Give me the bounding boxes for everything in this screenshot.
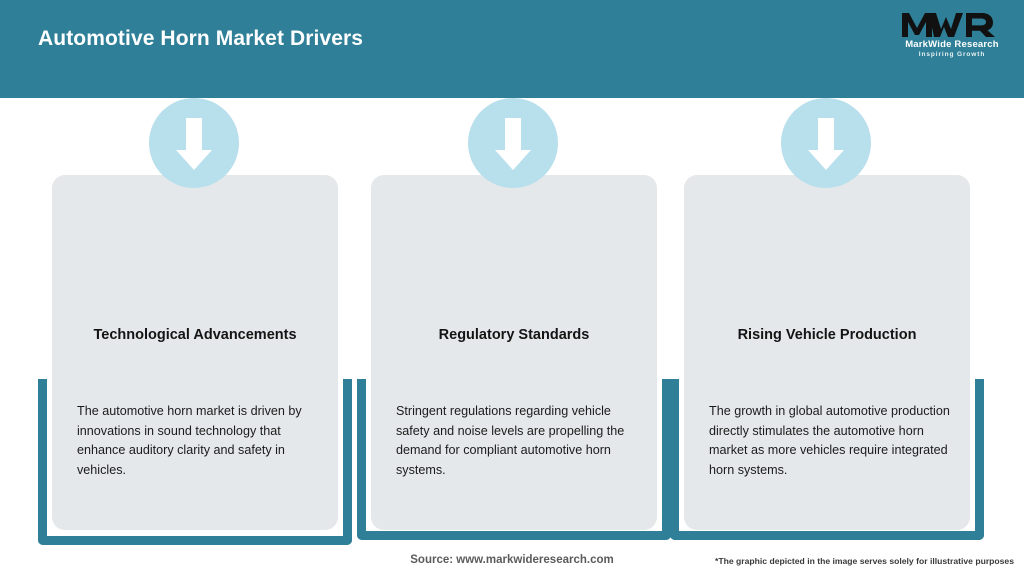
arrow-down-icon	[468, 98, 558, 188]
card-body-text: The automotive horn market is driven by …	[77, 404, 302, 477]
arrow-down-icon	[781, 98, 871, 188]
card-panel: Regulatory Standards Stringent regulatio…	[371, 175, 657, 530]
drivers-card-row: Technological Advancements The automotiv…	[0, 98, 1024, 545]
card-title: Regulatory Standards	[438, 327, 590, 343]
logo-tagline: Inspiring Growth	[918, 51, 986, 58]
arrow-down-icon	[149, 98, 239, 188]
logo-name: MarkWide Research	[905, 39, 999, 50]
card-panel: Technological Advancements The automotiv…	[52, 175, 338, 530]
card-title: Technological Advancements	[93, 327, 297, 343]
driver-card-3: Rising Vehicle Production The growth in …	[670, 98, 984, 540]
brand-logo: MarkWide Research Inspiring Growth	[896, 8, 1008, 64]
source-label: Source: www.markwideresearch.com	[410, 554, 614, 566]
card-body-text: Stringent regulations regarding vehicle …	[396, 404, 625, 477]
card-accent-bracket	[38, 379, 352, 545]
header-band: Automotive Horn Market Drivers MarkWide …	[0, 0, 1024, 98]
disclaimer-label: *The graphic depicted in the image serve…	[715, 556, 1014, 566]
card-title: Rising Vehicle Production	[737, 327, 917, 343]
card-panel: Rising Vehicle Production The growth in …	[684, 175, 970, 530]
card-accent-bracket	[357, 379, 671, 540]
card-accent-bracket	[670, 379, 984, 540]
driver-card-2: Regulatory Standards Stringent regulatio…	[357, 98, 671, 540]
mwr-logo-icon	[896, 8, 1008, 40]
card-body-text: The growth in global automotive producti…	[709, 404, 950, 477]
driver-card-1: Technological Advancements The automotiv…	[38, 98, 352, 545]
page-title: Automotive Horn Market Drivers	[38, 27, 364, 50]
